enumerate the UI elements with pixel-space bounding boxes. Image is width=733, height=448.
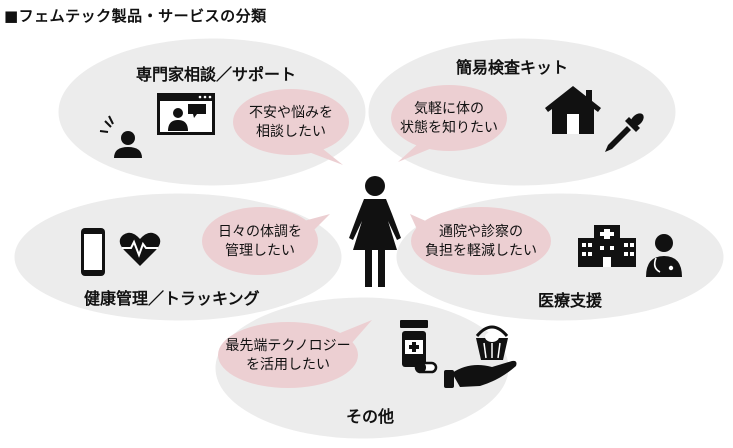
heart-pulse-icon <box>119 232 161 266</box>
house-icon <box>545 86 601 134</box>
bubble-other <box>218 320 372 388</box>
hospital-icon <box>578 225 636 267</box>
doctor-icon <box>646 234 682 277</box>
smartphone-icon <box>81 228 105 276</box>
category-label-health-tracking: 健康管理／トラッキング <box>84 289 260 308</box>
video-call-icon <box>157 93 215 135</box>
bubble-text-test-kit: 気軽に体の状態を知りたい <box>400 101 498 136</box>
bubble-text-consultation: 不安や悩みを相談したい <box>249 105 333 140</box>
category-label-test-kit: 簡易検査キット <box>456 58 569 77</box>
category-label-consultation: 専門家相談／サポート <box>136 65 297 84</box>
woman-icon <box>349 176 401 287</box>
bubble-text-other: 最先端テクノロジーを活用したい <box>225 338 351 373</box>
diagram-title: ■フェムテック製品・サービスの分類 <box>4 7 267 25</box>
bubble-test-kit <box>391 85 507 162</box>
hand-basket-icon <box>444 325 517 388</box>
bubble-health-tracking <box>202 207 330 275</box>
person-icon <box>99 115 142 158</box>
pill-bottle-icon <box>400 320 438 374</box>
category-label-other: その他 <box>346 407 395 426</box>
speech-bubbles <box>202 85 551 388</box>
dropper-icon <box>605 113 644 152</box>
bubble-medical-support <box>410 207 551 275</box>
bubble-text-medical-support: 通院や診察の負担を軽減したい <box>425 224 537 259</box>
category-label-medical-support: 医療支援 <box>538 291 603 310</box>
bubble-consultation <box>233 89 349 165</box>
bubble-text-health-tracking: 日々の体調を管理したい <box>218 224 302 259</box>
